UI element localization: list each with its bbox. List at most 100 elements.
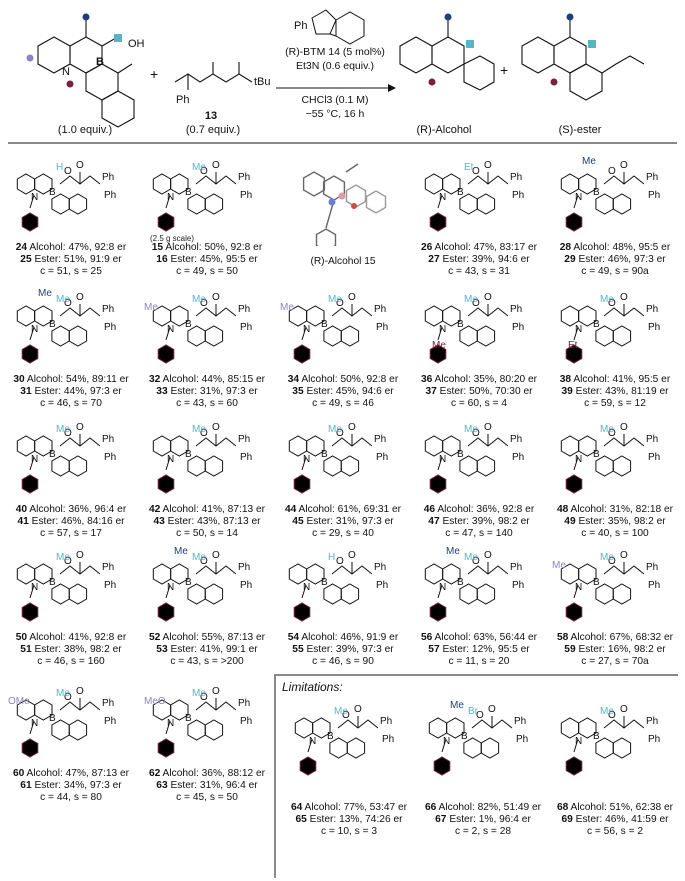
product-r4-marker xyxy=(444,13,452,21)
aryl-substituent: Me xyxy=(144,302,158,313)
result-text: Alcohol: 47%, 92:8 er xyxy=(27,242,127,253)
ester-result: 49 Ester: 35%, 98:2 er xyxy=(548,516,682,528)
result-text: Ester: 41%, 99:1 er xyxy=(167,644,258,656)
ester-result: 59 Ester: 16%, 98:2 er xyxy=(548,644,682,656)
compound-number: 50 xyxy=(15,632,28,643)
result-text: Alcohol: 46%, 91:9 er xyxy=(299,632,399,643)
conversion-selectivity: c = 50, s = 14 xyxy=(176,528,238,540)
phenyl-label: Ph xyxy=(510,562,522,573)
phenyl-label: Ph xyxy=(512,452,524,463)
r3-substituent: Me xyxy=(600,552,614,563)
result-text: Alcohol: 55%, 87:13 er xyxy=(160,632,266,643)
compound-number: 56 xyxy=(420,632,433,643)
nitrogen-atom: N xyxy=(167,718,174,729)
conversion-selectivity: c = 27, s = 70a xyxy=(581,656,649,668)
phenyl-label: Ph xyxy=(512,580,524,591)
compound-number: 57 xyxy=(428,644,440,656)
alcohol-result: 24 Alcohol: 47%, 92:8 er xyxy=(4,242,138,254)
limitations-title: Limitations: xyxy=(282,680,343,694)
reaction-scheme-drawing xyxy=(26,9,645,128)
nitrogen-atom: N xyxy=(575,736,582,747)
phenyl-label: Ph xyxy=(376,580,388,591)
nitrogen-atom: N xyxy=(167,454,174,465)
ester-result: 63 Ester: 31%, 96:4 er xyxy=(140,780,274,792)
phenyl-label: Ph xyxy=(102,698,114,709)
ester-oxygen: O xyxy=(608,710,616,721)
compound-number: 43 xyxy=(153,516,165,528)
ester-result: 57 Ester: 12%, 95:5 er xyxy=(412,644,546,656)
result-text: Ester: 39%, 94:6 er xyxy=(439,254,530,266)
phenyl-label: Ph xyxy=(648,580,660,591)
compound-number: 36 xyxy=(420,374,433,385)
conversion-selectivity: c = 11, s = 20 xyxy=(448,656,510,668)
r3-substituent: H xyxy=(328,552,335,563)
alcohol-result: 36 Alcohol: 35%, 80:20 er xyxy=(412,374,546,386)
phenyl-label: Ph xyxy=(238,304,250,315)
carbonyl-oxygen: O xyxy=(212,686,220,697)
result-text: Alcohol: 82%, 51:49 er xyxy=(436,802,542,813)
compound-number: 61 xyxy=(20,780,32,792)
result-text: Alcohol: 44%, 85:15 er xyxy=(160,374,266,385)
r3-substituent: Et xyxy=(464,162,474,173)
boron-atom: B xyxy=(321,319,328,330)
sm2-ph: Ph xyxy=(176,94,190,106)
conversion-selectivity: c = 10, s = 3 xyxy=(320,826,378,838)
conversion-selectivity: c = 46, s = 70 xyxy=(40,398,102,410)
result-text: Alcohol: 63%, 56:44 er xyxy=(432,632,538,643)
ester-result: 39 Ester: 43%, 81:19 er xyxy=(548,386,682,398)
carbonyl-oxygen: O xyxy=(488,704,496,715)
phenyl-label: Ph xyxy=(102,562,114,573)
compound-number: 65 xyxy=(295,814,307,826)
reaction-scheme: OH B N (1.0 equiv.) + Ph tBu 13 (0.7 equ… xyxy=(0,0,685,140)
sm1-oh: OH xyxy=(128,38,145,50)
boron-atom: B xyxy=(185,319,192,330)
phenyl-label: Ph xyxy=(514,716,526,727)
boron-atom: B xyxy=(593,577,600,588)
compound-number: 39 xyxy=(561,386,573,398)
alcohol-result: 60 Alcohol: 47%, 87:13 er xyxy=(4,768,138,780)
r3-substituent: Me xyxy=(56,552,70,563)
boron-atom: B xyxy=(457,187,464,198)
r3-substituent: Me xyxy=(464,294,478,305)
compound-number: 26 xyxy=(420,242,433,253)
alcohol-result: 44 Alcohol: 61%, 69:31 er xyxy=(276,504,410,516)
alcohol-result: 34 Alcohol: 50%, 92:8 er xyxy=(276,374,410,386)
result-text: Alcohol: 50%, 92:8 er xyxy=(299,374,399,385)
nitrogen-atom: N xyxy=(309,736,316,747)
compound-number: 53 xyxy=(156,644,168,656)
r3-substituent: Br xyxy=(468,706,479,717)
compound-number: 58 xyxy=(556,632,569,643)
r3-substituent: Me xyxy=(56,424,70,435)
r4-substituent: Me xyxy=(450,700,464,711)
xray-structure xyxy=(302,163,387,246)
phenyl-label: Ph xyxy=(380,716,392,727)
result-text: Ester: 1%, 96:4 er xyxy=(446,814,531,826)
result-text: Alcohol: 51%, 62:38 er xyxy=(568,802,674,813)
compound-number: 16 xyxy=(156,254,168,266)
carbonyl-oxygen: O xyxy=(76,686,84,697)
phenyl-label: Ph xyxy=(646,716,658,727)
ester-oxygen: O xyxy=(472,166,480,177)
boron-atom: B xyxy=(457,449,464,460)
r3-substituent: H xyxy=(56,162,63,173)
plus-sign-2: + xyxy=(500,62,509,78)
r3-marker xyxy=(114,34,122,42)
compound-number: 68 xyxy=(556,802,569,813)
product-r3-marker xyxy=(466,40,474,48)
